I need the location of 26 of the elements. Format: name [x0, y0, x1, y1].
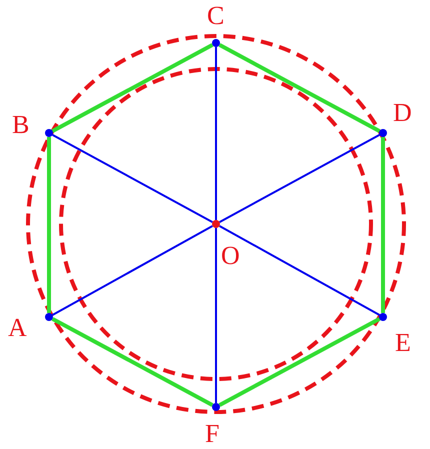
point-label: A: [8, 315, 27, 341]
point-label: D: [393, 100, 412, 126]
point-marker: [379, 313, 387, 321]
point-marker: [45, 129, 53, 137]
segment-line: [219, 225, 380, 316]
segment-line: [219, 134, 380, 223]
segment-line: [218, 43, 380, 133]
segment-line: [381, 137, 385, 313]
point-label: O: [221, 243, 240, 269]
point-marker: [212, 39, 220, 47]
segment-line: [215, 47, 217, 220]
segment-line: [47, 137, 51, 313]
point-marker: [379, 129, 387, 137]
segment-line: [215, 228, 217, 403]
point-label: E: [395, 330, 411, 356]
point-marker: [45, 313, 53, 321]
point-marker: [212, 403, 220, 411]
point-label: B: [12, 112, 30, 138]
point-label: C: [207, 3, 224, 29]
segment-line: [52, 134, 213, 223]
segment-line: [52, 317, 214, 407]
point-marker: [212, 220, 220, 228]
segment-line: [218, 317, 380, 407]
segment-line: [52, 225, 213, 316]
point-label: F: [205, 421, 220, 447]
segment-line: [52, 43, 214, 133]
